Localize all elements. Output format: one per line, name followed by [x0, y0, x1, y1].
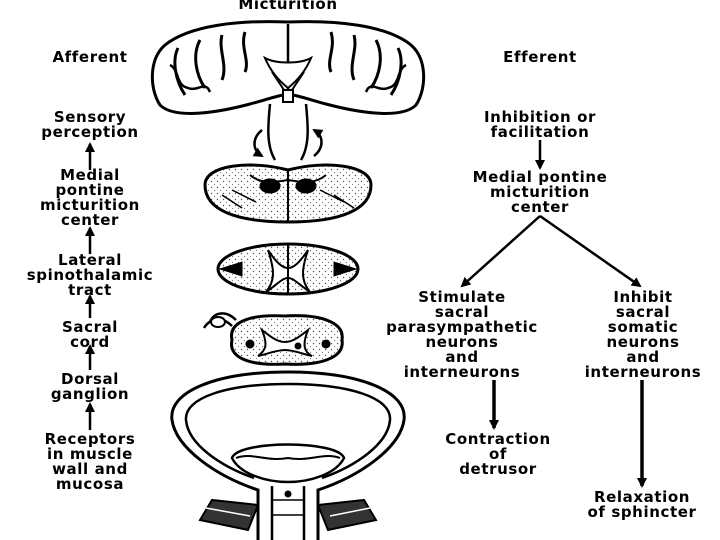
brain-coronal-illustration — [150, 20, 426, 115]
efferent-left-result: Contraction of detrusor — [445, 430, 551, 478]
spinal-cord-section-illustration — [216, 242, 360, 296]
efferent-arrows — [460, 140, 647, 488]
efferent-top: Inhibition or facilitation — [484, 108, 596, 141]
afferent-step-sensory: Sensory perception — [41, 108, 139, 141]
efferent-heading: Efferent — [503, 48, 577, 66]
efferent-center: Medial pontine micturition center — [472, 168, 608, 216]
sacral-cord-section-illustration — [202, 312, 344, 366]
afferent-step-pontine: Medial pontine micturition center — [40, 166, 140, 229]
afferent-step-dorsal-ganglion: Dorsal ganglion — [50, 370, 130, 403]
brainstem-illustration — [252, 103, 324, 161]
afferent-step-sacral-cord: Sacral cord — [61, 318, 119, 351]
afferent-heading: Afferent — [52, 48, 128, 66]
afferent-step-receptors: Receptors in muscle wall and mucosa — [44, 430, 136, 493]
afferent-step-spinothalamic: Lateral spinothalamic tract — [26, 251, 154, 299]
efferent-right-result: Relaxation of sphincter — [587, 488, 697, 521]
efferent-right-branch: Inhibit sacral somatic neurons and inter… — [584, 288, 702, 381]
arrow-pontine-to-inhibit — [539, 214, 642, 288]
arrow-pontine-to-stimulate — [460, 215, 541, 288]
pons-section-illustration — [203, 163, 373, 224]
efferent-left-branch: Stimulate sacral parasympathetic neurons… — [386, 288, 538, 381]
diagram-title: Micturition — [238, 0, 338, 13]
bladder-illustration — [170, 370, 406, 540]
